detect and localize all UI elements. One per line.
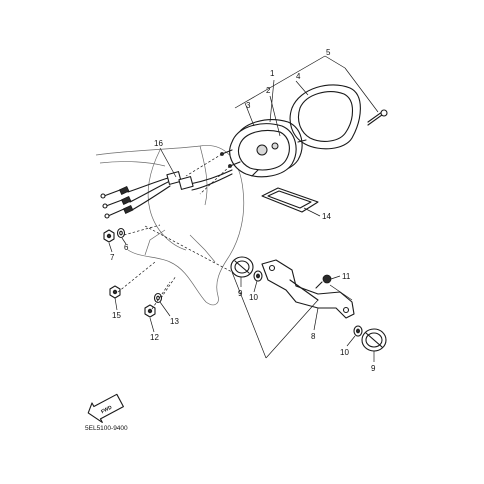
reflector-bracket: [261, 259, 355, 319]
reflector-right: [361, 328, 387, 352]
tail-light-lens: [289, 84, 361, 150]
callout-15: 15: [112, 311, 121, 320]
callout-2: 2: [266, 86, 271, 95]
bracket-bolt: [315, 274, 332, 289]
collar-right: [353, 325, 363, 337]
assembly-lines: [117, 153, 353, 359]
callout-13: 13: [170, 317, 179, 326]
callout-6: 6: [124, 243, 129, 252]
collar-left: [253, 270, 263, 282]
nut-12: [144, 304, 156, 318]
callout-8: 8: [311, 332, 316, 341]
nut-15: [109, 285, 121, 299]
washer-13: [153, 292, 163, 304]
callout-12: 12: [150, 333, 159, 342]
callout-4: 4: [296, 72, 301, 81]
callout-10-right: 10: [340, 348, 349, 357]
wire-harness: [100, 169, 233, 219]
callout-10-left: 10: [249, 293, 258, 302]
washer-6: [116, 227, 126, 239]
lens-screw: [367, 109, 388, 126]
license-light-lens: [261, 187, 319, 213]
forward-arrow: FWD: [87, 393, 124, 423]
diagram-code: 5EL5100-9400: [85, 425, 128, 432]
tail-light-housing: [220, 123, 297, 178]
callout-1: 1: [270, 69, 275, 78]
callout-9-right: 9: [371, 364, 376, 373]
fwd-label: FWD: [100, 404, 113, 415]
callout-16: 16: [154, 139, 163, 148]
rear-fender: [95, 145, 245, 306]
callout-14: 14: [322, 212, 331, 221]
callout-9-left: 9: [238, 289, 243, 298]
callout-5: 5: [326, 48, 331, 57]
reflector-left: [230, 256, 254, 278]
callout-7: 7: [110, 253, 115, 262]
nut-7: [103, 229, 115, 243]
callout-leaders: [108, 55, 379, 362]
callout-labels: 1 2 3 4 5 16 14 7 6 9 10 11 15 13 12 8 1…: [110, 48, 376, 373]
callout-11: 11: [342, 272, 351, 281]
callout-3: 3: [246, 101, 251, 110]
